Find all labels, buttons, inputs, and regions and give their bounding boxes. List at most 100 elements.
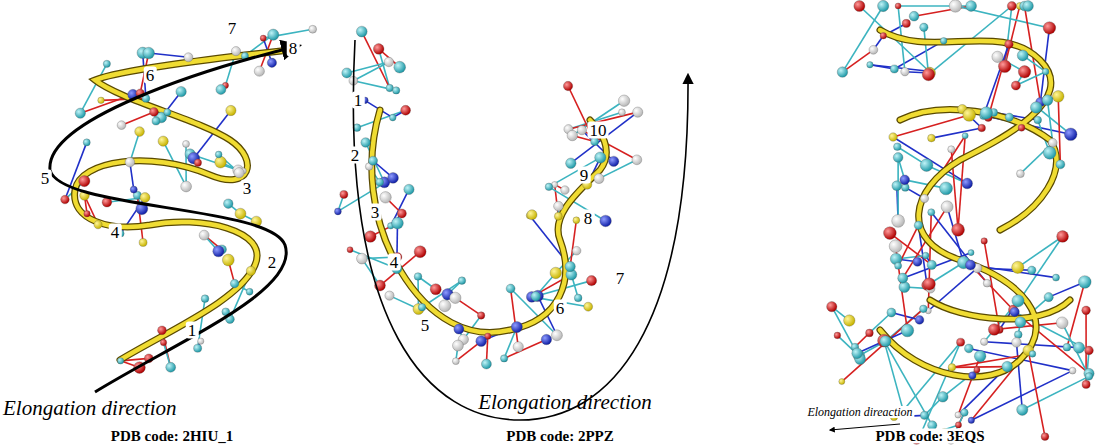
atom-ball [909,11,919,21]
callout-number: 2 [349,147,362,164]
bond-stick [842,309,924,382]
atom-ball [633,107,643,117]
atom-ball [915,316,924,325]
atom-ball [978,124,986,132]
atom-ball [551,330,562,341]
bond-stick [1028,350,1045,436]
atom-ball [1041,433,1049,441]
atom-ball [899,281,910,292]
atom-ball [1023,1,1034,12]
atom-ball [216,85,226,95]
atom-ball [361,138,371,148]
atom-ball [139,238,147,246]
atom-ball [928,209,935,216]
atom-ball [340,190,348,198]
atom-ball [183,140,190,147]
atom-ball [965,260,975,270]
atom-ball [1052,274,1059,281]
atom-ball [948,146,955,153]
bond-stick [931,128,981,138]
atom-ball [386,84,393,91]
atom-ball [1002,361,1013,372]
atom-ball [914,221,923,230]
atom-ball [388,172,399,183]
direction-label: Elongation direction [3,398,177,419]
bond-stick [842,50,873,72]
atom-ball [573,217,580,224]
atom-ball [1063,343,1071,351]
atom-ball [401,105,411,115]
atom-ball [937,391,948,402]
bond-stick [1015,312,1089,374]
atom-ball [1042,95,1053,106]
atom-ball [920,159,933,172]
bond-stick [149,53,189,57]
atom-ball [901,324,914,337]
atom-ball [567,130,578,141]
atom-ball [900,175,910,185]
atom-ball [878,0,889,11]
atom-ball [920,23,928,31]
atom-ball [1005,40,1014,49]
atom-ball [1010,307,1019,316]
bond-stick [571,112,638,163]
atom-ball [1042,68,1049,75]
atom-ball [955,412,961,418]
atom-ball [895,3,901,9]
atom-ball [988,324,1000,336]
atom-ball [632,155,642,165]
atom-ball [342,68,352,78]
atom-ball [1015,317,1026,328]
atom-ball [184,53,193,62]
atom-ball [880,336,891,347]
atom-ball [1073,342,1084,353]
atom-ball [554,212,562,220]
atom-ball [476,336,487,347]
atom-ball [500,355,507,362]
atom-ball [430,284,441,295]
atom-ball [966,1,977,12]
atom-ball [561,186,569,194]
atom-ball [565,261,575,271]
atom-ball [389,114,396,121]
atom-ball [94,221,102,229]
atom-ball [1082,380,1090,388]
atom-ball [194,344,202,352]
atom-ball [595,152,606,163]
atom-ball [267,58,276,67]
atom-ball [1030,102,1042,114]
atom-ball [981,238,987,244]
atom-ball [844,315,855,326]
atom-ball [439,300,451,312]
atom-ball [889,133,897,141]
atom-ball [1034,116,1042,124]
atom-ball [83,139,90,146]
bond-stick [984,44,1009,115]
atom-ball [1056,160,1065,169]
callout-number: 4 [388,254,401,271]
atom-ball [226,105,236,115]
atom-ball [920,305,928,313]
atom-ball [394,61,406,73]
atom-ball [563,81,572,90]
atom-ball [884,227,897,240]
atom-ball [158,136,168,146]
bond-stick [380,252,420,286]
atom-ball [550,267,561,278]
atom-ball [98,97,105,104]
atom-ball [913,257,922,266]
atom-ball [584,302,593,311]
atom-ball [889,240,902,253]
atom-ball [246,266,255,275]
atom-ball [246,288,253,295]
atom-ball [450,292,461,303]
atom-ball [84,210,90,216]
atom-ball [1064,128,1077,141]
atom-balls [61,0,1094,444]
backbone-ribbons [75,30,1070,377]
atom-ball [458,277,466,285]
atom-ball [867,62,873,68]
atom-ball [384,57,394,67]
atom-ball [213,246,224,257]
atom-ball [572,246,581,255]
